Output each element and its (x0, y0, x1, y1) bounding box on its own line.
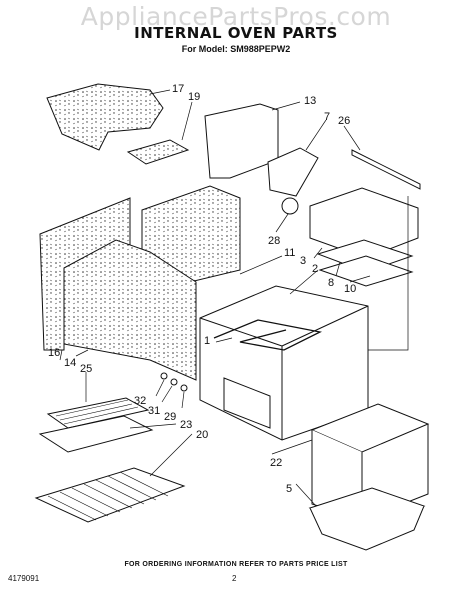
callout-16: 16 (48, 347, 60, 359)
callout-3: 3 (300, 255, 306, 267)
oven-liner-top (281, 305, 369, 347)
oven-liner (199, 285, 369, 441)
callout-2: 2 (312, 263, 318, 275)
callout-7: 7 (324, 111, 330, 123)
oven-rack (34, 467, 186, 523)
fastener-32 (160, 372, 168, 380)
trim-strip (351, 149, 421, 190)
callout-labels: 17 19 13 7 26 28 11 2 3 8 10 16 14 25 32… (48, 83, 356, 495)
vent-duct (267, 147, 319, 197)
storage-drawer-box (309, 505, 425, 551)
oven-rack-wires (47, 471, 169, 521)
callout-32: 32 (134, 395, 146, 407)
callout-1: 1 (204, 335, 210, 347)
top-insulation-blanket (46, 83, 164, 151)
fastener-29 (180, 384, 188, 392)
callout-8: 8 (328, 277, 334, 289)
diagram-title: INTERNAL OVEN PARTS (134, 24, 338, 42)
callout-17: 17 (172, 83, 184, 95)
oven-window-opening (223, 377, 271, 429)
rear-panel (204, 103, 279, 179)
leader-lines (59, 89, 409, 507)
fastener-31 (170, 378, 178, 386)
callout-22: 22 (270, 457, 282, 469)
callout-26: 26 (338, 115, 350, 127)
wrap-insulation-blanket (63, 239, 197, 381)
callout-29: 29 (164, 411, 176, 423)
callout-31: 31 (148, 405, 160, 417)
small-insulation-pad (126, 139, 190, 165)
callout-5: 5 (286, 483, 292, 495)
model-line: For Model: SM988PEPW2 (181, 44, 291, 54)
callout-14: 14 (64, 357, 76, 369)
callout-20: 20 (196, 429, 208, 441)
round-component (281, 197, 299, 215)
callout-19: 19 (188, 91, 200, 103)
document-number: 4179091 (8, 574, 40, 583)
gasket-lower (318, 255, 414, 287)
broiler-insert-slots (55, 399, 139, 425)
page-number: 2 (232, 574, 237, 583)
broiler-pan (38, 415, 154, 453)
callout-25: 25 (80, 363, 92, 375)
callout-13: 13 (304, 95, 316, 107)
oven-top-panel (309, 187, 419, 259)
bake-element (213, 319, 323, 351)
broiler-pan-insert (46, 397, 150, 429)
ordering-info-note: FOR ORDERING INFORMATION REFER TO PARTS … (124, 561, 348, 568)
callout-28: 28 (268, 235, 280, 247)
callout-11: 11 (284, 247, 295, 259)
callout-10: 10 (344, 283, 356, 295)
callout-23: 23 (180, 419, 192, 431)
